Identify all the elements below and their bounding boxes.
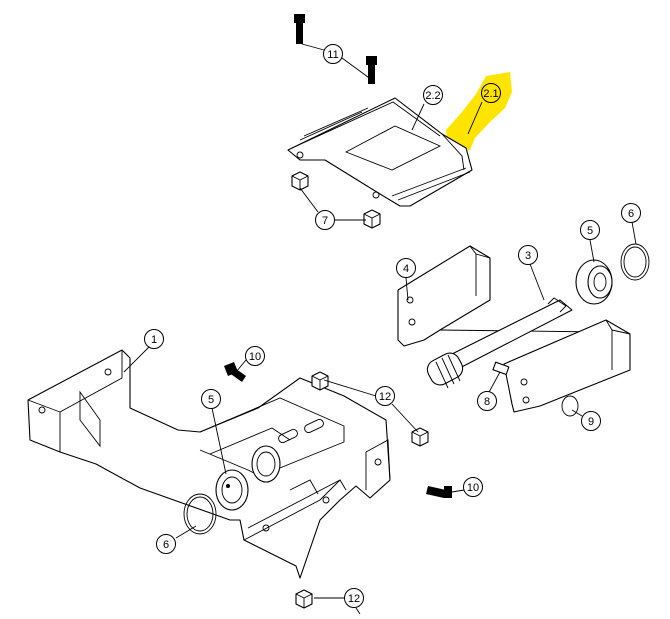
shaft-part-3 <box>426 297 573 389</box>
callout-5-left: 5 <box>201 389 221 409</box>
bolt-11-lower <box>366 56 377 84</box>
svg-text:1: 1 <box>151 334 157 346</box>
callout-6-left: 6 <box>156 534 176 554</box>
svg-text:8: 8 <box>484 396 490 408</box>
svg-text:6: 6 <box>628 208 634 220</box>
callout-5-right: 5 <box>580 220 600 240</box>
circlip-6-right <box>620 243 650 281</box>
svg-text:4: 4 <box>403 263 409 275</box>
bracket-right <box>503 319 631 413</box>
svg-text:2.2: 2.2 <box>425 90 440 102</box>
callout-12-upper: 12 <box>375 386 395 406</box>
callout-7: 7 <box>315 210 335 230</box>
svg-text:9: 9 <box>588 416 594 428</box>
callout-10-upper: 10 <box>245 346 265 366</box>
svg-text:5: 5 <box>587 225 593 237</box>
callout-8: 8 <box>477 391 497 411</box>
bracket-part-4 <box>397 245 601 347</box>
svg-text:12: 12 <box>348 593 360 605</box>
circlip-6-left <box>183 493 217 535</box>
svg-text:10: 10 <box>467 482 479 494</box>
bolt-10-lower <box>426 486 452 498</box>
leader-lines <box>123 43 637 615</box>
callout-9: 9 <box>581 411 601 431</box>
bolt-10-upper <box>224 362 246 382</box>
svg-text:5: 5 <box>208 394 214 406</box>
ring-9 <box>561 395 579 417</box>
callout-11: 11 <box>323 44 343 64</box>
bearing-5-right <box>575 259 613 305</box>
cover-plate-part-2 <box>287 97 473 207</box>
callout-2-2: 2.2 <box>423 85 443 105</box>
callout-2-1: 2.1 <box>481 83 501 103</box>
svg-text:2.1: 2.1 <box>483 88 498 100</box>
callout-6-right: 6 <box>621 203 641 223</box>
nut-7-left <box>291 171 309 191</box>
highlight-mark <box>446 72 512 152</box>
nut-7-right <box>363 209 381 229</box>
callout-12-bottom: 12 <box>344 588 364 608</box>
bolt-11-upper <box>294 14 305 44</box>
svg-text:6: 6 <box>163 539 169 551</box>
svg-text:12: 12 <box>379 391 391 403</box>
svg-text:3: 3 <box>525 250 531 262</box>
callout-3: 3 <box>518 245 538 265</box>
nut-12-right <box>411 427 429 447</box>
svg-text:10: 10 <box>249 351 261 363</box>
main-frame-part-1 <box>27 349 391 579</box>
svg-text:7: 7 <box>322 215 328 227</box>
callout-4: 4 <box>396 258 416 278</box>
svg-text:11: 11 <box>327 49 338 61</box>
callout-1: 1 <box>144 329 164 349</box>
bearing-5-left <box>215 445 281 511</box>
callout-10-lower: 10 <box>463 477 483 497</box>
nut-12-bottom <box>295 589 313 609</box>
nut-12-upper <box>311 371 329 391</box>
